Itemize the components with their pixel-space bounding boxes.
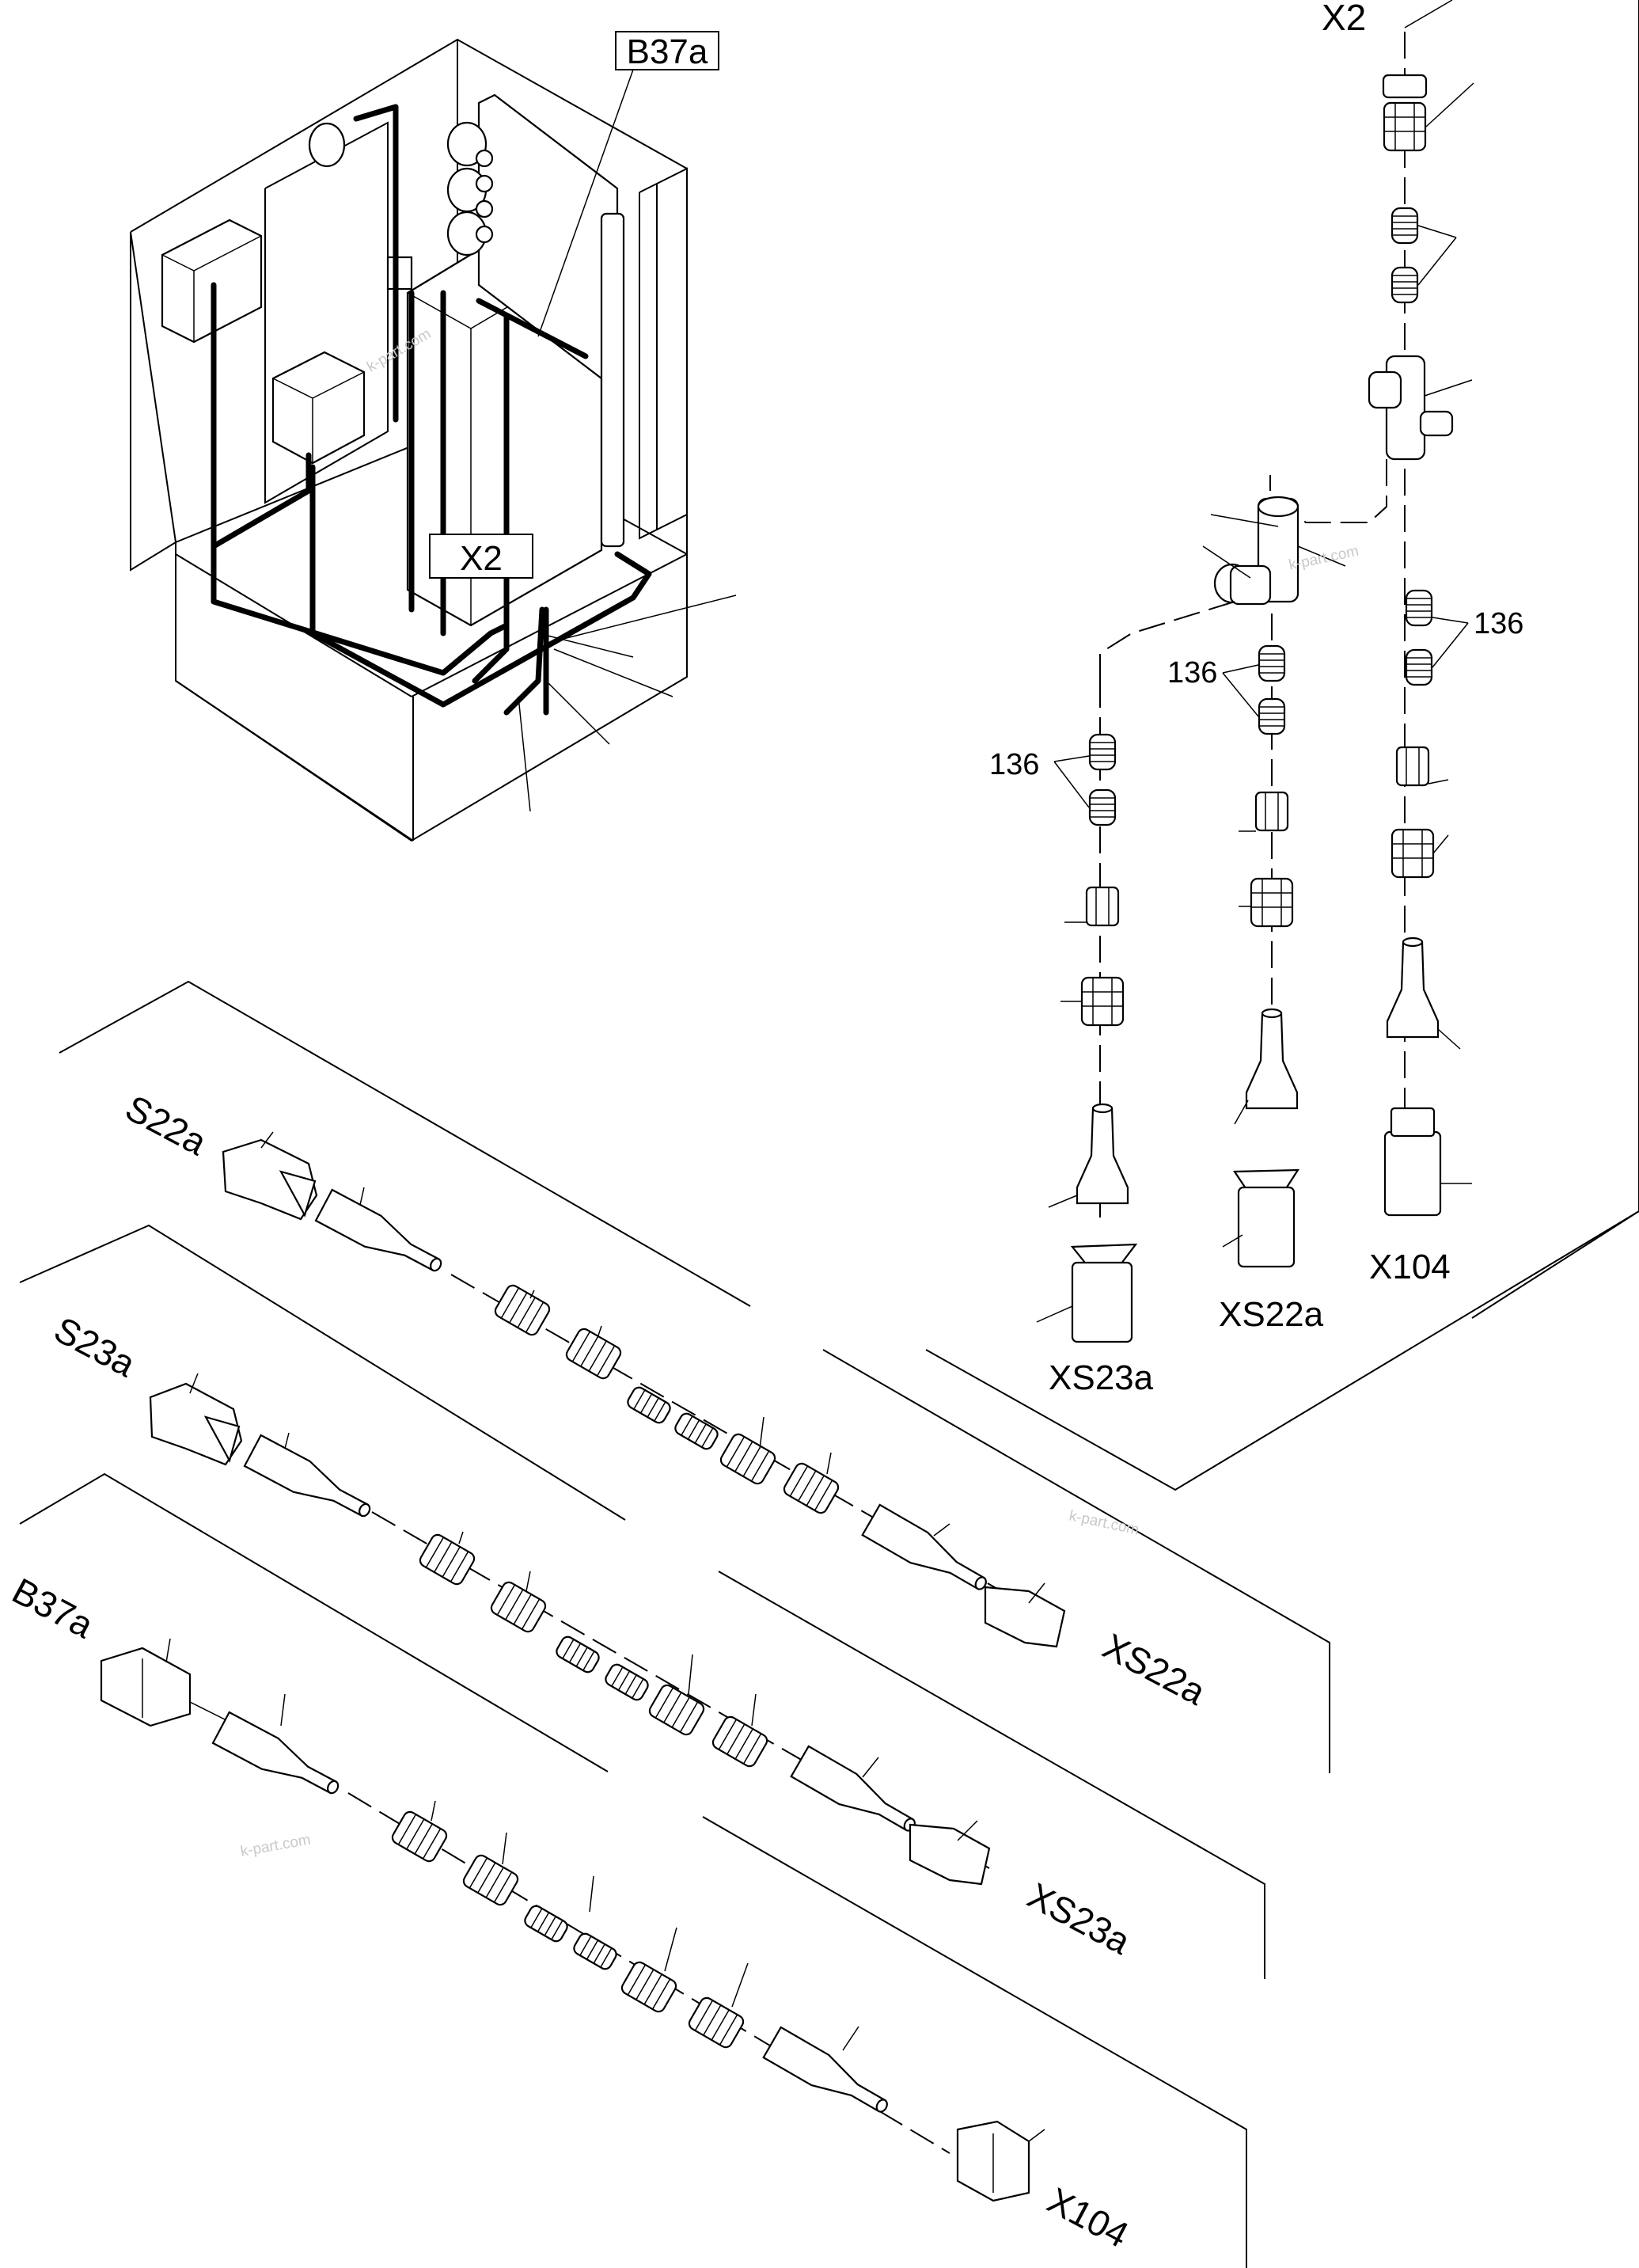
label-s23a: S23a <box>47 1309 142 1385</box>
diagonal-cable-assemblies: S22a XS22a k-part.com S23a <box>6 980 1330 2268</box>
label-b37a: B37a <box>6 1570 101 1647</box>
dial-icon <box>308 122 346 168</box>
label-x2-box: X2 <box>429 534 533 579</box>
svg-text:B37a: B37a <box>627 32 708 71</box>
wiring-harness <box>211 104 652 716</box>
svg-text:k-part.com: k-part.com <box>239 1832 312 1860</box>
label-136-right: 136 <box>1474 607 1523 640</box>
t-junction-center <box>1202 496 1346 606</box>
label-b37a-box: B37a <box>537 31 719 337</box>
xs22a-connector-diag <box>984 1582 1066 1648</box>
label-x2-top: X2 <box>1322 0 1366 38</box>
xs23a-connector-vertical <box>1036 1243 1138 1343</box>
label-xs22a-diag: XS22a <box>1096 1625 1212 1713</box>
label-xs23a-diag: XS23a <box>1021 1875 1137 1962</box>
s22a-switch <box>222 1131 318 1221</box>
cabinet-assembly: B37a X2 k-part.com <box>130 31 737 842</box>
svg-text:X2: X2 <box>460 539 503 578</box>
connector-board <box>446 93 625 548</box>
xs22a-connector-vertical <box>1222 1168 1300 1268</box>
b37a-sensor <box>100 1638 192 1727</box>
label-xs22a-vertical: XS22a <box>1219 1295 1324 1334</box>
label-s22a: S22a <box>119 1087 214 1164</box>
s23a-switch <box>149 1373 243 1466</box>
t-junction-right <box>1368 355 1473 461</box>
relay-box <box>161 218 263 344</box>
label-136-mid: 136 <box>1167 656 1217 690</box>
label-136-left: 136 <box>989 748 1039 781</box>
xs23a-connector-diag <box>909 1820 991 1886</box>
label-x104-diag: X104 <box>1041 2179 1135 2255</box>
x104-connector-vertical <box>1383 1107 1472 1217</box>
x104-connector-diag <box>956 2120 1045 2202</box>
control-box <box>271 351 366 465</box>
label-xs23a-vertical: XS23a <box>1049 1358 1154 1397</box>
vertical-exploded-assembly: X2 k-part.com <box>925 0 1639 1491</box>
label-x104-vertical: X104 <box>1369 1248 1451 1286</box>
